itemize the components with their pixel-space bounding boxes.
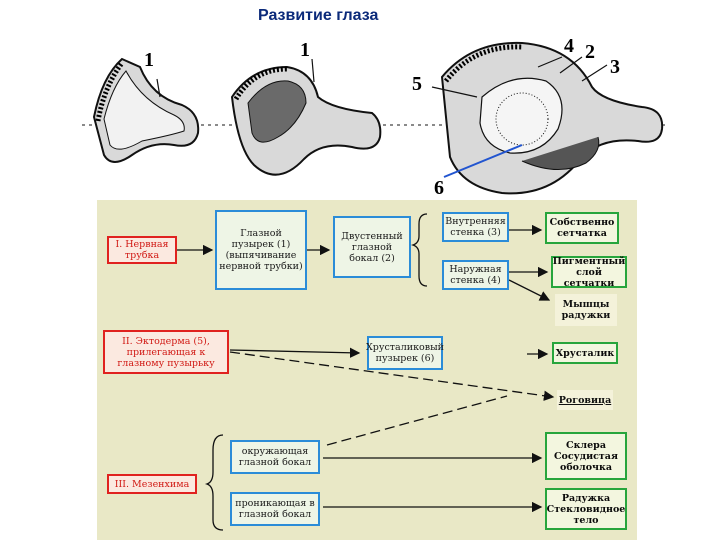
- sclera-choroid-box: Склера Сосудистая оболочка: [545, 432, 627, 480]
- label-2: 2: [585, 41, 595, 63]
- neural-tube-box: I. Нервная трубка: [107, 236, 177, 264]
- outer-wall-box: Наружная стенка (4): [442, 260, 509, 290]
- iris-muscles-box: Мышцы радужки: [555, 294, 617, 326]
- surrounding-mesenchyme-box: окружающая глазной бокал: [230, 440, 320, 474]
- development-scheme: I. Нервная трубка Глазной пузырек (1) (в…: [97, 200, 637, 540]
- optic-cup-box: Двустенный глазной бокал (2): [333, 216, 411, 278]
- eye-development-illustration: 1 1 4 2 3 5 6: [82, 35, 665, 200]
- label-3: 3: [610, 56, 620, 78]
- lens-box: Хрусталик: [552, 342, 618, 364]
- slide-title: Развитие глаза: [258, 7, 379, 24]
- iris-vitreous-box: Радужка Стекловидное тело: [545, 488, 627, 530]
- pigment-layer-box: Пигментный слой сетчатки: [551, 255, 627, 289]
- ectoderm-box: II. Эктодерма (5), прилегающая к глазном…: [103, 330, 229, 374]
- penetrating-mesenchyme-box: проникающая в глазной бокал: [230, 492, 320, 526]
- stage-two-vesicle: [230, 65, 382, 176]
- inner-wall-box: Внутренняя стенка (3): [442, 212, 509, 242]
- scheme-arrows: [177, 213, 555, 531]
- embryo-drawings: [82, 41, 665, 195]
- cornea-box: Роговица: [557, 390, 613, 410]
- optic-vesicle-box: Глазной пузырек (1) (выпячивание нервной…: [215, 210, 307, 290]
- stage-one-vesicle: [92, 57, 200, 163]
- pointer-lines: [156, 56, 608, 98]
- label-1-left: 1: [144, 49, 154, 71]
- mesenchyme-box: III. Мезенхима: [107, 474, 197, 494]
- pointer-line-6: [443, 144, 523, 178]
- label-1-middle: 1: [300, 39, 310, 61]
- retina-box: Собственно сетчатка: [545, 212, 619, 244]
- label-6: 6: [434, 177, 444, 199]
- lens-vesicle-box: Хрусталиковый пузырек (6): [366, 336, 444, 370]
- label-4: 4: [564, 35, 574, 57]
- stage-three-optic-cup: [440, 41, 664, 195]
- label-5: 5: [412, 73, 422, 95]
